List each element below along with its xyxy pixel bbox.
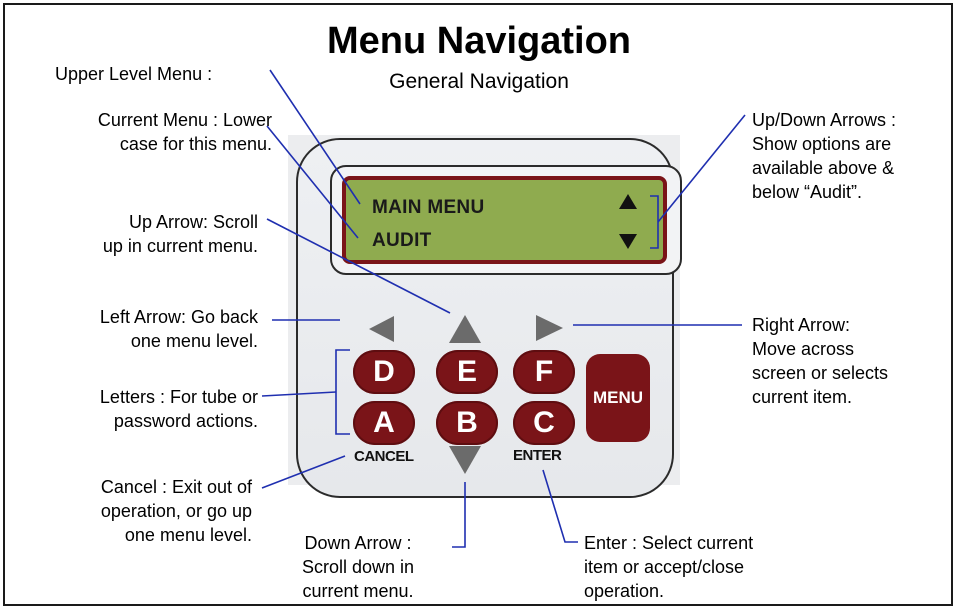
updown-arrows-callout-line2: Show options are [752, 134, 892, 154]
enter-callout-line2: item or accept/close [584, 557, 745, 577]
down-arrow-callout-line2: Scroll down in [301, 557, 415, 577]
current-menu-leader [266, 125, 359, 239]
updown-arrows-callout-line1: Up/Down Arrows : [752, 110, 897, 130]
cancel-leader [261, 455, 346, 489]
right-arrow-callout-line2: Move across [752, 339, 855, 359]
down-arrow-leader [452, 482, 466, 548]
cancel-callout-line3: one menu level. [124, 525, 252, 545]
menu-button[interactable]: MENU [586, 354, 650, 442]
up-arrow-callout-line2: up in current menu. [102, 236, 258, 256]
right-arrow-callout-line1: Right Arrow: [752, 315, 851, 335]
enter-key-label: ENTER [513, 447, 562, 464]
down-arrow-callout-line1: Down Arrow : [304, 533, 412, 553]
lcd-line-current-menu: AUDIT [372, 230, 432, 251]
left-arrow-callout-line2: one menu level. [130, 331, 258, 351]
upper-level-menu-callout: Upper Level Menu : [55, 64, 213, 84]
up-arrow-leader [266, 218, 451, 314]
up-arrow-callout-line1: Up Arrow: Scroll [128, 212, 258, 232]
letters-callout-line1: Letters : For tube or [99, 387, 258, 407]
lcd-line-upper-menu: MAIN MENU [372, 197, 485, 218]
right-arrow-icon[interactable] [536, 315, 563, 341]
enter-callout-line1: Enter : Select current [584, 533, 754, 553]
key-c-button[interactable]: C [513, 401, 575, 445]
cancel-key-label: CANCEL [354, 448, 414, 465]
diagram-title: Menu Navigation [326, 20, 632, 62]
key-b-button[interactable]: B [436, 401, 498, 445]
key-e-button[interactable]: E [436, 350, 498, 394]
updown-arrows-callout-line3: available above & [752, 158, 895, 178]
cancel-callout-line2: operation, or go up [100, 501, 252, 521]
updown-arrows-callout-line4: below “Audit”. [752, 182, 863, 202]
cancel-callout-line1: Cancel : Exit out of [100, 477, 252, 497]
enter-callout-line3: operation. [584, 581, 665, 601]
key-a-button[interactable]: A [353, 401, 415, 445]
key-f-button[interactable]: F [513, 350, 575, 394]
left-arrow-icon[interactable] [369, 316, 394, 342]
current-menu-callout-line2: case for this menu. [119, 134, 272, 154]
enter-leader [542, 469, 578, 543]
upper-level-menu-leader [269, 69, 361, 205]
diagram-frame [3, 3, 953, 606]
right-arrow-callout-line3: screen or selects [752, 363, 889, 383]
lcd-down-indicator-icon [619, 234, 637, 249]
letters-leader [261, 391, 337, 397]
lcd-up-indicator-icon [619, 194, 637, 209]
updown-bracket [650, 195, 659, 249]
updown-leader [657, 114, 746, 223]
down-arrow-icon[interactable] [449, 446, 481, 474]
current-menu-callout-line1: Current Menu : Lower [97, 110, 272, 130]
letters-bracket [335, 349, 350, 435]
up-arrow-icon[interactable] [449, 315, 481, 343]
key-d-button[interactable]: D [353, 350, 415, 394]
down-arrow-callout-line3: current menu. [302, 581, 414, 601]
diagram-subtitle: General Navigation [389, 70, 569, 93]
letters-callout-line2: password actions. [113, 411, 258, 431]
left-arrow-callout-line1: Left Arrow: Go back [99, 307, 258, 327]
right-arrow-callout-line4: current item. [752, 387, 853, 407]
